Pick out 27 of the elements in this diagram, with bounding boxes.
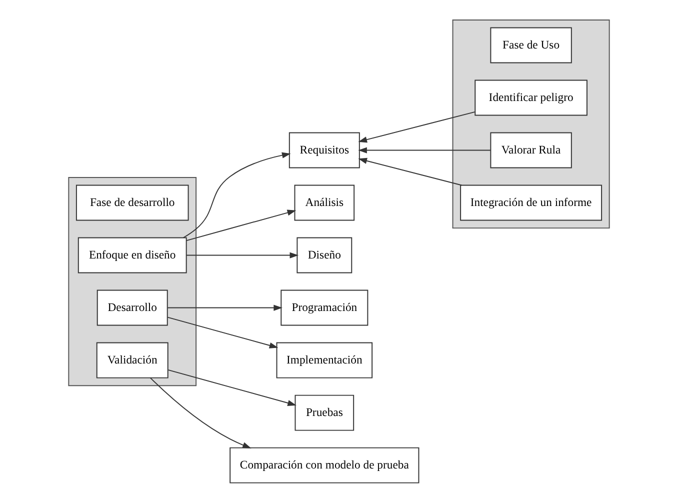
arrow xyxy=(358,158,462,186)
arrow xyxy=(358,111,476,143)
node-box: Implementación xyxy=(276,342,373,378)
node-box: Requisitos xyxy=(288,132,360,168)
arrow xyxy=(167,316,278,348)
node-box: Fase de Uso xyxy=(490,27,572,64)
node-box: Valorar Rula xyxy=(490,132,572,168)
node-box: Fase de desarrollo xyxy=(76,184,189,221)
arrow xyxy=(168,369,296,406)
arrow xyxy=(150,377,252,448)
node-box: Validación xyxy=(96,342,168,378)
arrow xyxy=(167,304,282,311)
node-box: Pruebas xyxy=(294,394,354,431)
node-box: Enfoque en diseño xyxy=(78,237,187,274)
node-box: Desarrollo xyxy=(96,290,168,326)
node-box: Análisis xyxy=(294,184,355,221)
node-box: Integración de un informe xyxy=(460,184,602,221)
cluster xyxy=(68,177,197,386)
arrow xyxy=(182,152,291,238)
arrow xyxy=(358,147,491,154)
arrow xyxy=(186,252,299,258)
arrow xyxy=(186,210,296,242)
node-box: Comparación con modelo de prueba xyxy=(230,447,420,484)
node-box: Diseño xyxy=(296,237,352,274)
cluster xyxy=(452,19,610,229)
node-box: Programación xyxy=(280,290,368,326)
node-box: Identificar peligro xyxy=(474,80,588,116)
